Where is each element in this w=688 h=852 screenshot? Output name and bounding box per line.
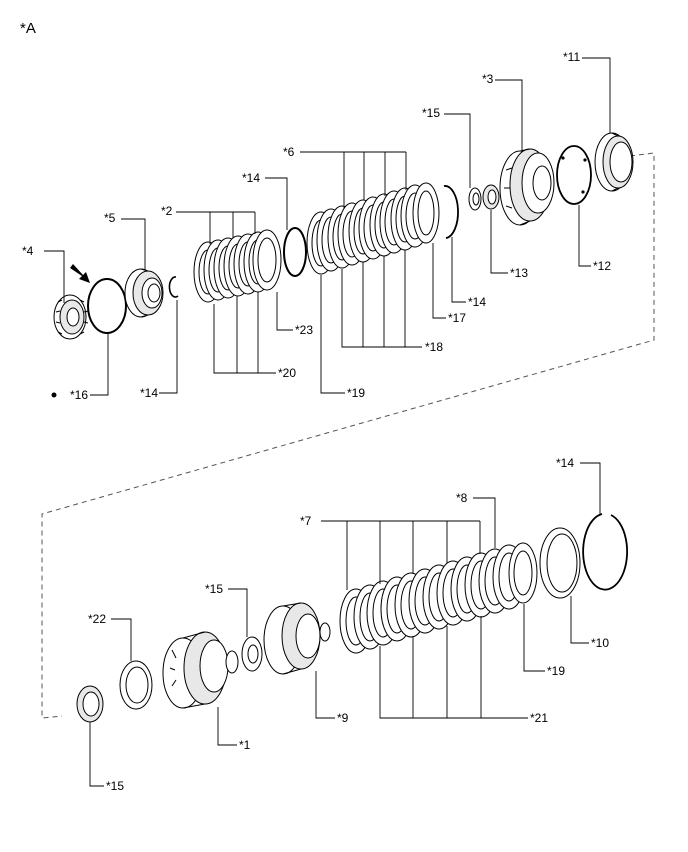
callout-17: *17: [448, 311, 466, 325]
part-11-ring-gear: [594, 132, 634, 192]
callout-1: *1: [239, 738, 251, 752]
callout-15-upper: *15: [422, 106, 440, 120]
part-15-thrust-washer-lower-left: [76, 685, 104, 723]
clutch-pack-upper-left: [193, 229, 282, 303]
part-12-snap-ring: [556, 145, 592, 205]
view-label: *A: [20, 20, 36, 37]
part-14-snap-ring-left: [168, 276, 179, 298]
installation-direction-arrow-icon: [70, 264, 90, 283]
clutch-pack-lower: [339, 542, 538, 654]
part-14-snap-ring-mid: [283, 227, 307, 277]
callout-10: *10: [591, 636, 609, 650]
clutch-pack-upper-middle: [306, 182, 440, 275]
callout-18: *18: [425, 340, 443, 354]
part-10-retaining-plate: [539, 527, 581, 599]
part-15-thrust-bearing-lower: [241, 636, 263, 672]
callout-22: *22: [88, 612, 106, 626]
part-14-snap-ring-right: [443, 185, 459, 239]
part-16-o-ring: [87, 278, 127, 334]
callout-14-mid: *14: [242, 171, 260, 185]
callout-15-lower-left: *15: [106, 779, 124, 793]
new-part-bullet-icon: [51, 392, 57, 398]
part-22-thrust-washer: [119, 660, 153, 710]
callout-7: *7: [300, 514, 312, 528]
callout-13: *13: [510, 266, 528, 280]
part-15-thrust-bearing-upper: [468, 187, 482, 211]
callout-14-right: *14: [468, 295, 486, 309]
callout-14-left: *14: [140, 386, 158, 400]
callout-19-upper: *19: [347, 386, 365, 400]
part-5-piston: [124, 268, 164, 318]
callout-11: *11: [563, 50, 580, 64]
callout-14-lower: *14: [556, 456, 574, 470]
callout-4: *4: [22, 244, 34, 258]
leader-lines: [44, 57, 611, 787]
callout-15-lower: *15: [205, 582, 223, 596]
part-13-thrust-bearing: [482, 184, 500, 210]
callout-9: *9: [337, 711, 349, 725]
callout-6: *6: [283, 145, 295, 159]
part-3-clutch-drum: [499, 148, 555, 226]
callout-16: *16: [70, 388, 88, 402]
part-9-clutch-hub: [263, 602, 331, 675]
part-14-snap-ring-lower: [582, 513, 629, 591]
callout-5: *5: [104, 211, 116, 225]
callout-12: *12: [593, 259, 611, 273]
callout-21: *21: [530, 711, 548, 725]
callout-3: *3: [482, 72, 494, 86]
callout-8: *8: [456, 491, 468, 505]
part-1-clutch-drum: [162, 631, 239, 709]
callout-20: *20: [278, 366, 296, 380]
assembly-continuation-line: [41, 152, 655, 719]
callout-2: *2: [161, 204, 173, 218]
callout-19-lower: *19: [547, 664, 565, 678]
callout-labels: *4 *16 *5 *14 *2 *20 *14 *23 *6 *19 *18 …: [22, 50, 611, 793]
callout-23: *23: [295, 323, 313, 337]
part-4-hub-gear: [53, 294, 89, 340]
